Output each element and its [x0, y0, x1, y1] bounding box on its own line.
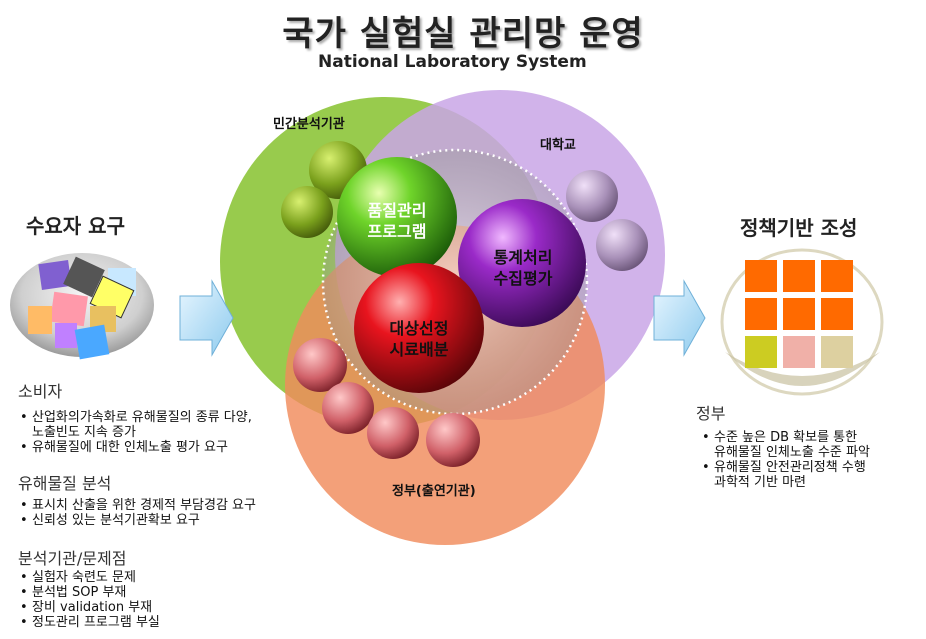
list-item: 정도관리 프로그램 부실 [18, 615, 338, 630]
list-item: 산업화의가속화로 유해물질의 종류 다양, [18, 410, 338, 425]
note-card [50, 291, 88, 327]
list-item: 유해물질에 대한 인체노출 평가 요구 [18, 440, 338, 455]
quality-line-1: 품질관리 [367, 201, 427, 220]
policy-grid-cell [783, 260, 815, 292]
small-purple-ball [596, 219, 648, 271]
page-subtitle: National Laboratory System [318, 52, 587, 72]
private-institution-label: 민간분석기관 [273, 117, 345, 132]
list-item: 과학적 기반 마련 [714, 475, 806, 490]
note-card [38, 260, 72, 290]
small-purple-ball [566, 170, 618, 222]
quality-program-ball [337, 157, 457, 277]
policy-grid-cell [745, 260, 777, 292]
note-card [63, 256, 105, 298]
small-red-ball [293, 338, 347, 392]
small-red-ball [367, 407, 419, 459]
left-flow-arrow-icon [179, 279, 234, 357]
institution-problems-list: 실험자 숙련도 문제 분석법 SOP 부재 장비 validation 부재 정… [18, 570, 338, 630]
government-title: 정부 [696, 404, 726, 423]
list-item: 분석법 SOP 부재 [18, 585, 338, 600]
consumer-title: 소비자 [18, 382, 63, 401]
right-flow-arrow-icon [653, 279, 706, 357]
statistics-line-2: 수집평가 [493, 269, 553, 288]
list-item: 신뢰성 있는 분석기관확보 요구 [18, 513, 338, 528]
hazard-analysis-list: 표시치 산출을 위한 경제적 부담경감 요구 신뢰성 있는 분석기관확보 요구 [18, 498, 338, 528]
small-red-ball [426, 413, 480, 467]
list-item: 장비 validation 부재 [18, 600, 338, 615]
policy-grid-cell [821, 336, 853, 368]
policy-grid-cell [821, 298, 853, 330]
policy-dish-rim [725, 352, 880, 386]
institution-problems-title: 분석기관/문제점 [18, 549, 127, 568]
statistics-ball [458, 199, 586, 327]
hazard-analysis-title: 유해물질 분석 [18, 474, 112, 493]
list-item: 유해물질 안전관리정책 수행 [700, 460, 920, 475]
policy-heading: 정책기반 조성 [740, 216, 858, 240]
target-line-1: 대상선정 [389, 319, 449, 338]
page-title: 국가 실험실 관리망 운영 [282, 14, 644, 54]
note-card [28, 306, 52, 334]
statistics-line-1: 통계처리 [493, 248, 553, 267]
note-card [55, 323, 77, 348]
list-item: 실험자 숙련도 문제 [18, 570, 338, 585]
note-card [74, 324, 110, 360]
quality-program-text: 품질관리 프로그램 [352, 200, 442, 242]
policy-grid [745, 260, 853, 368]
target-selection-text: 대상선정 시료배분 [374, 318, 464, 360]
quality-line-2: 프로그램 [367, 222, 427, 241]
government-label: 정부(출연기관) [392, 484, 476, 499]
target-selection-ball [354, 263, 484, 393]
statistics-text: 통계처리 수집평가 [478, 247, 568, 289]
target-line-2: 시료배분 [389, 340, 449, 359]
policy-grid-cell [783, 298, 815, 330]
consumer-list: 산업화의가속화로 유해물질의 종류 다양, 노출빈도 지속 증가 유해물질에 대… [18, 410, 338, 455]
list-item: 유해물질 인체노출 수준 파악 [714, 445, 870, 460]
small-green-ball [281, 186, 333, 238]
policy-grid-cell [783, 336, 815, 368]
list-item: 표시치 산출을 위한 경제적 부담경감 요구 [18, 498, 338, 513]
government-list: 수준 높은 DB 확보를 통한 유해물질 인체노출 수준 파악 유해물질 안전관… [700, 430, 920, 490]
list-item: 수준 높은 DB 확보를 통한 [700, 430, 920, 445]
policy-grid-cell [745, 336, 777, 368]
policy-dish [720, 248, 884, 396]
policy-grid-cell [821, 260, 853, 292]
demand-heading: 수요자 요구 [26, 214, 125, 238]
policy-grid-cell [745, 298, 777, 330]
list-item: 노출빈도 지속 증가 [32, 425, 136, 440]
university-label: 대학교 [540, 138, 576, 153]
